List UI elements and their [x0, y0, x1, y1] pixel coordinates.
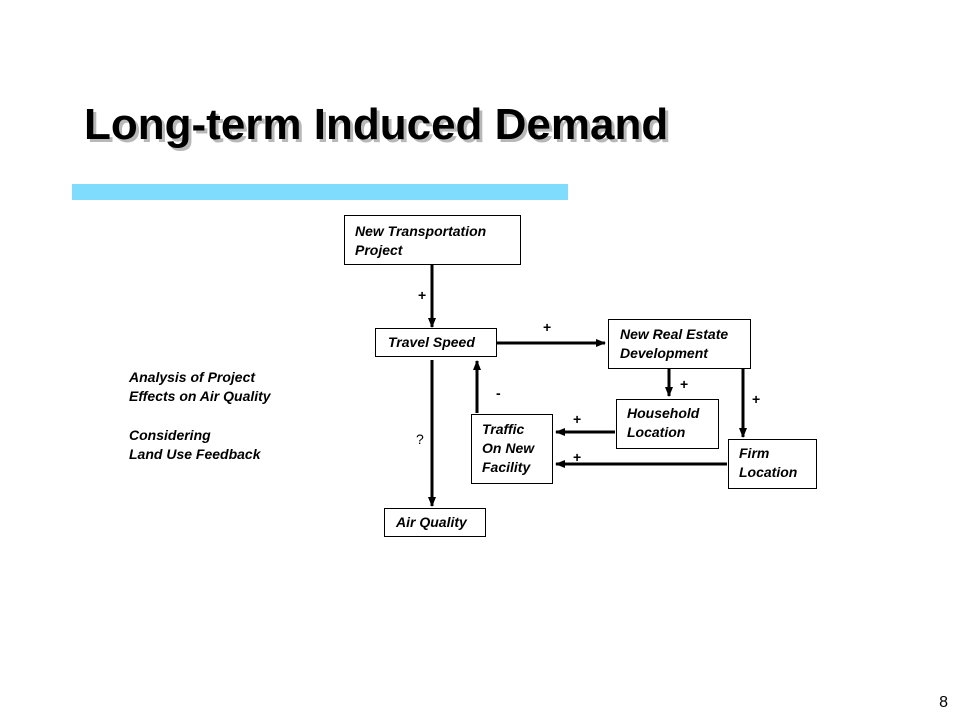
label-speed-to-air-quality: ? — [416, 431, 424, 447]
page-number: 8 — [939, 694, 948, 711]
label-household-to-traffic: + — [573, 411, 582, 427]
label-speed-to-real-estate: + — [543, 319, 552, 335]
node-new-real-estate-development: New Real Estate Development — [608, 319, 751, 369]
node-household-location: Household Location — [616, 399, 719, 449]
node-air-quality: Air Quality — [384, 508, 486, 537]
side-text-line-1: Analysis of Project — [129, 369, 256, 385]
label-firm-to-traffic: + — [573, 449, 582, 465]
label-real-estate-to-firm: + — [752, 391, 761, 407]
node-travel-speed: Travel Speed — [375, 328, 497, 357]
node-firm-location: Firm Location — [728, 439, 817, 489]
label-traffic-to-speed: - — [496, 385, 501, 401]
label-real-estate-to-household: + — [680, 376, 689, 392]
side-text-line-2: Effects on Air Quality — [129, 388, 271, 404]
side-text-line-3: Considering — [129, 427, 211, 443]
side-text-line-4: Land Use Feedback — [129, 446, 261, 462]
node-traffic-on-new-facility: Traffic On New Facility — [471, 414, 553, 484]
slide-title: Long-term Induced Demand — [84, 100, 669, 149]
label-project-to-speed: + — [418, 287, 427, 303]
node-new-transportation-project: New Transportation Project — [344, 215, 521, 265]
title-accent-bar — [72, 184, 568, 200]
